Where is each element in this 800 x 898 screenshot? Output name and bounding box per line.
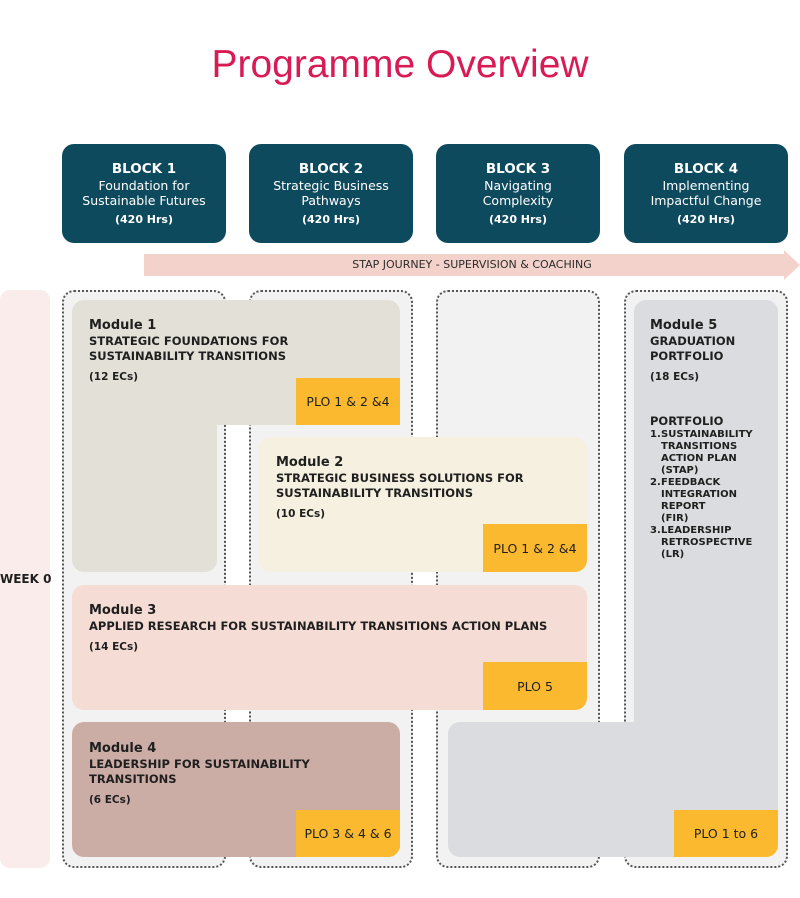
module-1-stem <box>72 400 217 572</box>
portfolio-item-2: 2. FEEDBACK INTEGRATION REPORT (FIR) <box>650 477 775 525</box>
portfolio-title: PORTFOLIO <box>650 414 724 428</box>
block-2-name: Strategic Business Pathways <box>273 177 389 208</box>
journey-arrow-head <box>784 250 800 280</box>
module-4-desc: LEADERSHIP FOR SUSTAINABILITY TRANSITION… <box>89 757 310 786</box>
module-5-plo-badge: PLO 1 to 6 <box>674 810 778 857</box>
portfolio-item-2-text: FEEDBACK INTEGRATION REPORT (FIR) <box>661 477 738 524</box>
portfolio-item-3: 3. LEADERSHIP RETROSPECTIVE (LR) <box>650 525 775 561</box>
module-3-title: Module 3 <box>89 603 157 618</box>
module-1-text: Module 1 STRATEGIC FOUNDATIONS FOR SUSTA… <box>89 318 389 384</box>
block-3-card: BLOCK 3 Navigating Complexity (420 Hrs) <box>436 144 600 243</box>
portfolio-item-3-num: 3. <box>650 525 661 536</box>
module-2-desc: STRATEGIC BUSINESS SOLUTIONS FOR SUSTAIN… <box>276 471 524 500</box>
module-4-title: Module 4 <box>89 741 157 756</box>
module-1-plo-badge: PLO 1 & 2 &4 <box>296 378 400 425</box>
module-3-text: Module 3 APPLIED RESEARCH FOR SUSTAINABI… <box>89 603 584 654</box>
portfolio-item-1-num: 1. <box>650 429 661 440</box>
block-1-name: Foundation for Sustainable Futures <box>82 177 206 208</box>
module-5-title: Module 5 <box>650 318 718 333</box>
module-4-ecs: (6 ECs) <box>89 794 131 806</box>
module-4-text: Module 4 LEADERSHIP FOR SUSTAINABILITY T… <box>89 741 394 807</box>
module-3-ecs: (14 ECs) <box>89 641 138 653</box>
journey-label: STAP JOURNEY - SUPERVISION & COACHING <box>352 258 592 271</box>
block-2-hours: (420 Hrs) <box>301 212 361 226</box>
module-2-text: Module 2 STRATEGIC BUSINESS SOLUTIONS FO… <box>276 455 581 521</box>
portfolio-item-1-text: SUSTAINABILITY TRANSITIONS ACTION PLAN (… <box>661 429 753 476</box>
module-1-desc: STRATEGIC FOUNDATIONS FOR SUSTAINABILITY… <box>89 334 289 363</box>
block-4-hours: (420 Hrs) <box>676 212 736 226</box>
module-1-title: Module 1 <box>89 318 157 333</box>
block-1-hours: (420 Hrs) <box>114 212 174 226</box>
module-5-desc: GRADUATION PORTFOLIO <box>650 334 736 363</box>
module-2-plo-badge: PLO 1 & 2 &4 <box>483 524 587 572</box>
week-strip <box>0 290 50 868</box>
module-5-ecs: (18 ECs) <box>650 371 699 383</box>
block-4-name: Implementing Impactful Change <box>650 177 762 208</box>
block-2-card: BLOCK 2 Strategic Business Pathways (420… <box>249 144 413 243</box>
block-3-hours: (420 Hrs) <box>488 212 548 226</box>
block-3-label: BLOCK 3 <box>485 160 551 177</box>
module-1-ecs: (12 ECs) <box>89 371 138 383</box>
portfolio-item-2-num: 2. <box>650 477 661 488</box>
module-2-title: Module 2 <box>276 455 344 470</box>
block-4-card: BLOCK 4 Implementing Impactful Change (4… <box>624 144 788 243</box>
module-5-text: Module 5 GRADUATION PORTFOLIO (18 ECs) P… <box>650 318 775 561</box>
block-3-name: Navigating Complexity <box>482 177 554 208</box>
module-2-ecs: (10 ECs) <box>276 508 325 520</box>
block-4-label: BLOCK 4 <box>673 160 739 177</box>
page-title: Programme Overview <box>211 43 589 86</box>
module-4-plo-badge: PLO 3 & 4 & 6 <box>296 810 400 857</box>
week-label: WEEK 0 <box>0 572 52 586</box>
portfolio-item-1: 1. SUSTAINABILITY TRANSITIONS ACTION PLA… <box>650 429 775 477</box>
portfolio-item-3-text: LEADERSHIP RETROSPECTIVE (LR) <box>661 525 753 560</box>
block-2-label: BLOCK 2 <box>298 160 364 177</box>
block-1-label: BLOCK 1 <box>111 160 177 177</box>
module-3-plo-badge: PLO 5 <box>483 662 587 710</box>
module-3-desc: APPLIED RESEARCH FOR SUSTAINABILITY TRAN… <box>89 619 548 633</box>
journey-arrow-bar <box>144 254 786 276</box>
block-1-card: BLOCK 1 Foundation for Sustainable Futur… <box>62 144 226 243</box>
